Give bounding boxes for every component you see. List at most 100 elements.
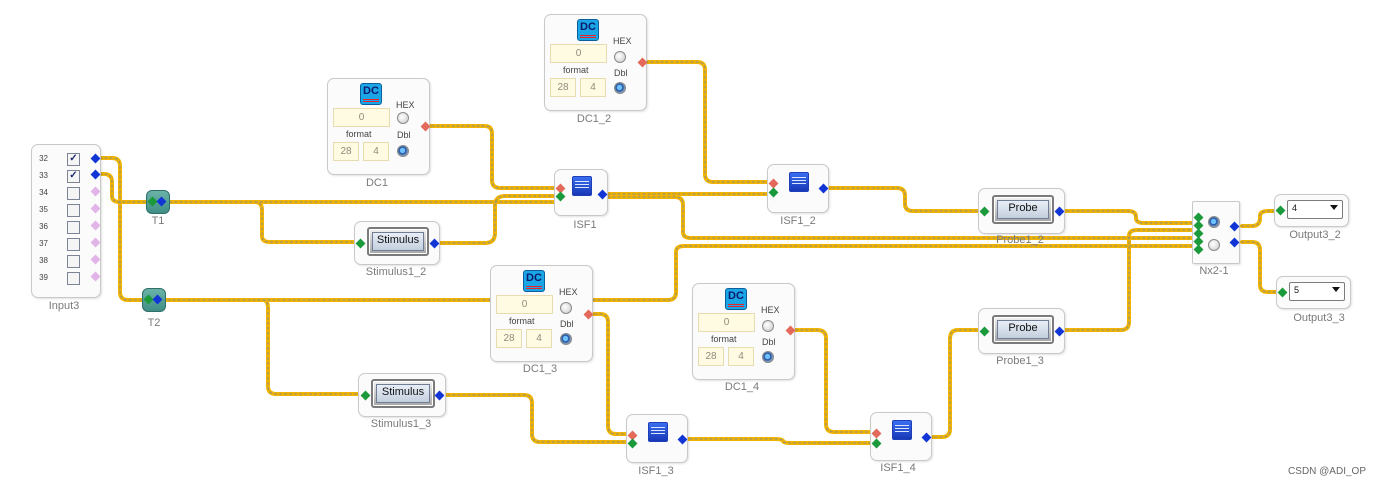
dc1-3-output-pin[interactable] (583, 309, 594, 320)
isf1-2-block[interactable] (767, 164, 829, 213)
output3-3-block[interactable]: 5 (1276, 276, 1351, 309)
dc1-dbl-radio[interactable] (397, 145, 409, 157)
probe1-3-input-pin[interactable] (979, 326, 990, 337)
stimulus1-3-input-pin[interactable] (360, 390, 371, 401)
wire-dash (602, 196, 1196, 239)
isf1-block[interactable] (554, 169, 608, 216)
output3-2-input-pin[interactable] (1275, 205, 1286, 216)
dc1-4-value-field[interactable]: 0 (698, 313, 755, 332)
dc1-block[interactable]: DC 0 format 28 4 HEX Dbl (327, 78, 431, 175)
dc1-4-decimals-field[interactable]: 4 (728, 347, 754, 366)
dc1-2-dbl-radio[interactable] (614, 82, 626, 94)
input3-checkbox[interactable]: ✓ (67, 153, 80, 166)
input3-output-pin-33[interactable] (90, 169, 101, 180)
dc1-4-width-field[interactable]: 28 (698, 347, 724, 366)
isf1-4-input-pin-b[interactable] (871, 438, 882, 449)
stimulus1-3-output-pin[interactable] (434, 390, 445, 401)
input3-output-pin-35[interactable] (90, 203, 101, 214)
probe1-3-display[interactable]: Probe (992, 315, 1054, 344)
probe1-2-input-pin[interactable] (979, 206, 990, 217)
dc1-3-width-field[interactable]: 28 (496, 329, 522, 348)
dc1-output-pin[interactable] (420, 121, 431, 132)
isf1-3-output-pin[interactable] (677, 434, 688, 445)
probe1-3-block[interactable]: Probe (978, 308, 1065, 354)
dc1-4-dbl-radio[interactable] (762, 351, 774, 363)
stimulus1-2-input-pin[interactable] (355, 238, 366, 249)
dc1-2-value-field[interactable]: 0 (550, 44, 607, 63)
isf1-3-block[interactable] (626, 414, 688, 463)
stimulus1-3-caption: Stimulus1_3 (370, 418, 432, 430)
t1-output-pin[interactable] (156, 196, 167, 207)
dc1-2-decimals-field[interactable]: 4 (580, 78, 606, 97)
input3-output-pin-34[interactable] (90, 186, 101, 197)
nx2-1-input-pin-5[interactable] (1193, 244, 1204, 255)
isf1-output-pin[interactable] (597, 189, 608, 200)
isf1-4-output-pin[interactable] (921, 432, 932, 443)
stimulus1-3-button[interactable]: Stimulus (371, 379, 435, 408)
probe1-2-display[interactable]: Probe (992, 195, 1054, 224)
dc1-2-block[interactable]: DC 0 format 28 4 HEX Dbl (544, 14, 648, 111)
t2-output-pin[interactable] (152, 294, 163, 305)
dc1-3-caption: DC1_3 (522, 363, 558, 375)
isf1-2-input-pin-b[interactable] (768, 187, 779, 198)
dc1-value-field[interactable]: 0 (333, 108, 390, 127)
stimulus1-2-output-pin[interactable] (429, 238, 440, 249)
dc1-4-block[interactable]: DC 0 format 28 4 HEX Dbl (692, 283, 796, 380)
input3-output-pin-38[interactable] (90, 254, 101, 265)
stimulus1-2-button[interactable]: Stimulus (367, 227, 429, 256)
output3-2-select[interactable]: 4 (1287, 200, 1343, 219)
input3-output-pin-36[interactable] (90, 220, 101, 231)
dc1-3-block[interactable]: DC 0 format 28 4 HEX Dbl (490, 265, 594, 362)
output3-2-block[interactable]: 4 (1274, 194, 1349, 227)
isf1-2-output-pin[interactable] (818, 183, 829, 194)
dc1-width-field[interactable]: 28 (333, 142, 359, 161)
input3-checkbox[interactable]: ✓ (67, 170, 80, 183)
wire (820, 186, 985, 213)
wire-dash (94, 157, 156, 301)
chevron-down-icon (1330, 205, 1338, 210)
input3-row-number: 39 (39, 273, 48, 282)
dc1-2-output-pin[interactable] (637, 57, 648, 68)
chevron-down-icon (1332, 287, 1340, 292)
isf1-4-input-pin-a[interactable] (871, 428, 882, 439)
input3-checkbox[interactable] (67, 204, 80, 217)
nx2-1-output-pin-1[interactable] (1229, 221, 1240, 232)
wire-dash (1241, 241, 1281, 293)
input3-checkbox[interactable] (67, 221, 80, 234)
probe1-2-block[interactable]: Probe (978, 188, 1065, 234)
isf1-3-input-pin-b[interactable] (627, 438, 638, 449)
input3-checkbox[interactable] (67, 238, 80, 251)
nx2-1-selector-radio-1[interactable] (1208, 216, 1220, 228)
input3-checkbox[interactable] (67, 272, 80, 285)
stimulus1-2-block[interactable]: Stimulus (354, 221, 440, 265)
dc1-decimals-field[interactable]: 4 (363, 142, 389, 161)
isf1-input-pin-b[interactable] (555, 191, 566, 202)
output3-3-value: 5 (1294, 285, 1300, 295)
input3-checkbox[interactable] (67, 255, 80, 268)
nx2-1-output-pin-2[interactable] (1229, 237, 1240, 248)
output3-3-select[interactable]: 5 (1289, 282, 1345, 301)
probe1-3-output-pin[interactable] (1054, 326, 1065, 337)
output3-3-input-pin[interactable] (1277, 287, 1288, 298)
dc1-hex-radio[interactable] (397, 112, 409, 124)
t2-node[interactable] (142, 288, 166, 312)
input3-checkbox[interactable] (67, 187, 80, 200)
nx2-1-selector-radio-2[interactable] (1208, 239, 1220, 251)
dc1-2-width-field[interactable]: 28 (550, 78, 576, 97)
dc1-4-output-pin[interactable] (785, 325, 796, 336)
nx2-1-block[interactable] (1192, 201, 1240, 264)
dc1-3-decimals-field[interactable]: 4 (526, 329, 552, 348)
dc1-3-value-field[interactable]: 0 (496, 295, 553, 314)
t1-node[interactable] (146, 190, 170, 214)
dc1-3-hex-radio[interactable] (560, 302, 572, 314)
input3-output-pin-37[interactable] (90, 237, 101, 248)
dc1-2-hex-radio[interactable] (614, 51, 626, 63)
dc1-3-dbl-radio[interactable] (560, 333, 572, 345)
dc1-4-hex-radio[interactable] (762, 320, 774, 332)
stimulus1-3-block[interactable]: Stimulus (358, 373, 446, 417)
isf1-4-block[interactable] (870, 412, 932, 461)
input3-output-pin-39[interactable] (90, 271, 101, 282)
input3-output-pin-32[interactable] (90, 153, 101, 164)
probe1-2-output-pin[interactable] (1054, 206, 1065, 217)
